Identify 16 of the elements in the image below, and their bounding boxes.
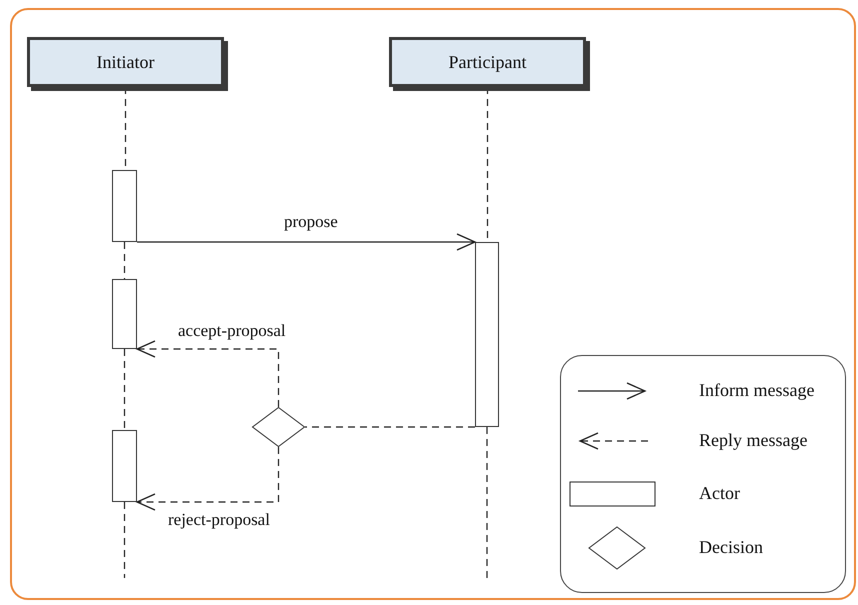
connector-line — [124, 242, 126, 279]
activation-bar — [112, 279, 137, 349]
connector-line — [124, 349, 126, 430]
message-arrow — [136, 340, 280, 407]
message-arrow — [136, 447, 280, 511]
lifeline — [486, 427, 488, 578]
activation-bar — [475, 242, 499, 427]
message-arrow — [137, 233, 476, 251]
activation-bar — [112, 170, 137, 242]
edge-label: accept-proposal — [176, 321, 288, 341]
lifeline — [124, 502, 126, 578]
connector-line — [305, 426, 475, 428]
activation-bar — [112, 430, 137, 502]
edge-label: reject-proposal — [166, 510, 272, 530]
decision-diamond — [252, 407, 305, 447]
legend-label: Inform message — [697, 380, 816, 400]
